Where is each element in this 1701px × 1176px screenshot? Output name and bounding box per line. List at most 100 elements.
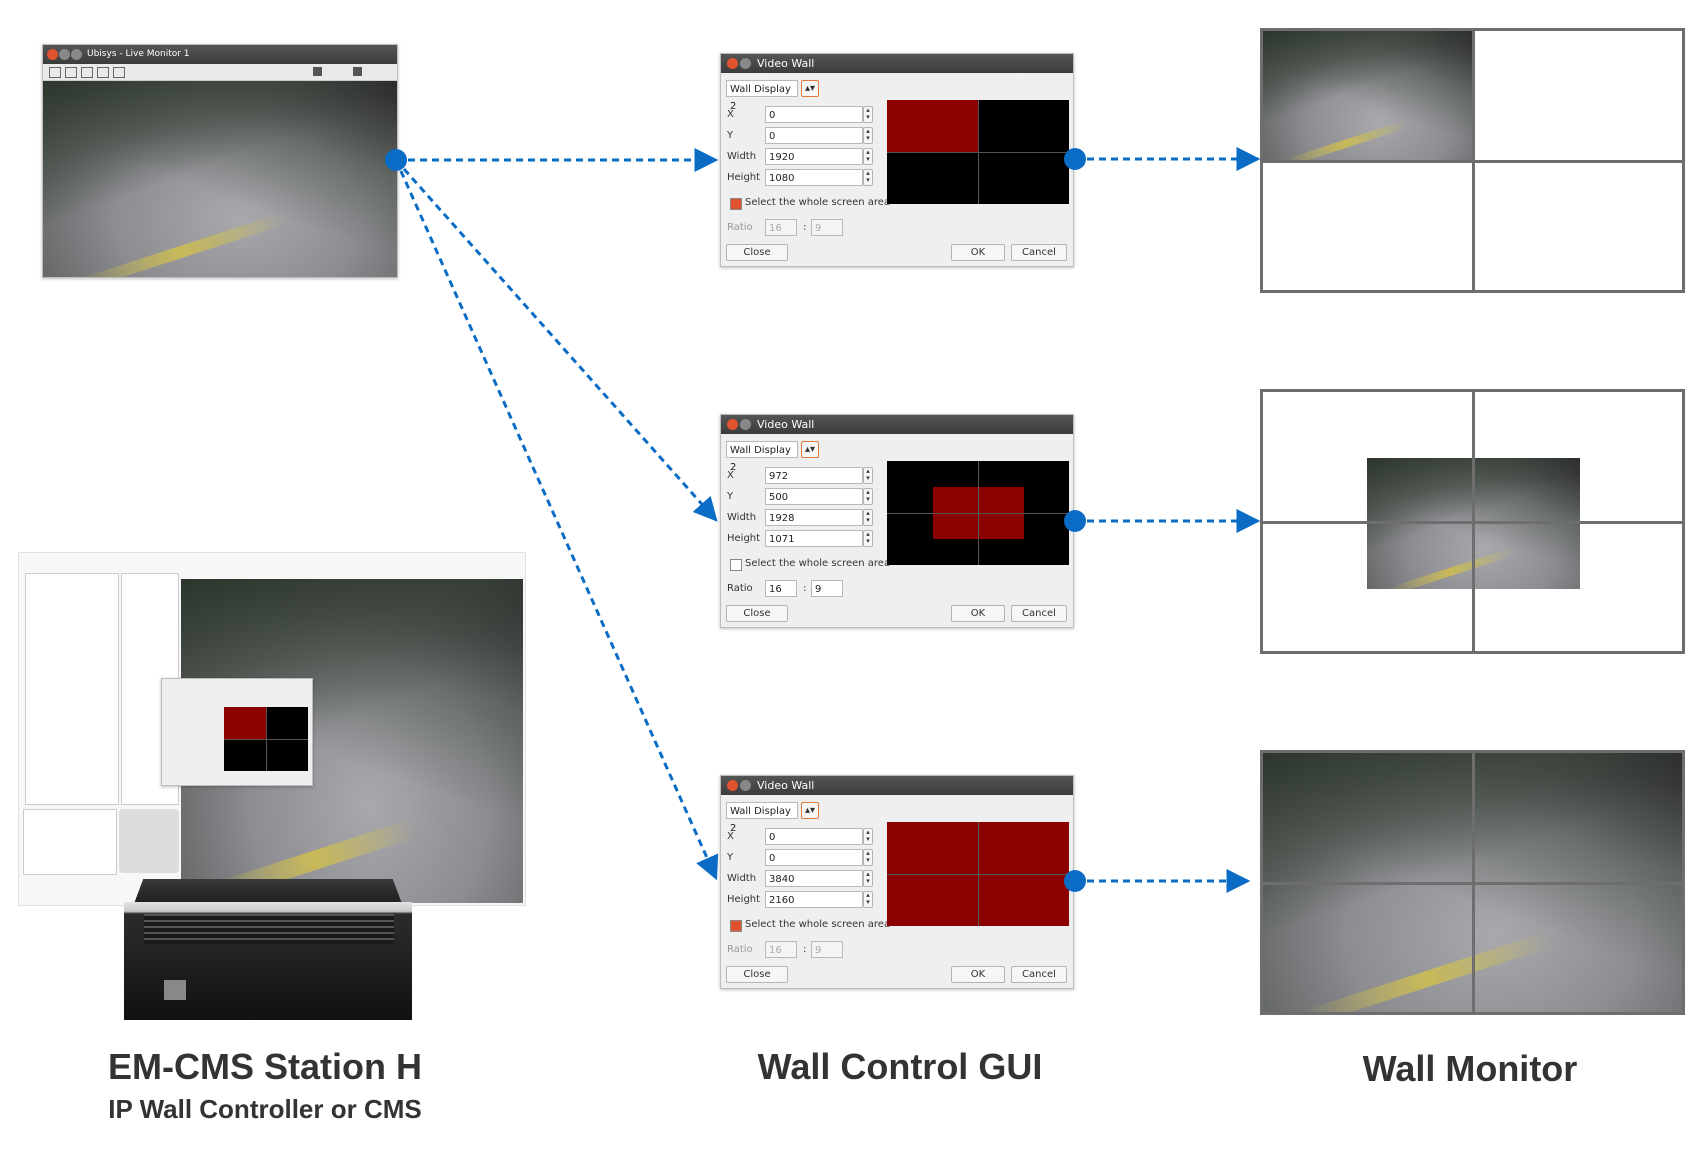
minimize-icon[interactable]: [59, 49, 70, 60]
field-input[interactable]: 1920: [765, 148, 863, 165]
field-label: Width: [727, 151, 757, 162]
field-input[interactable]: 1071: [765, 530, 863, 547]
close-icon[interactable]: [727, 419, 738, 430]
field-input[interactable]: 3840: [765, 870, 863, 887]
field-input[interactable]: 0: [765, 828, 863, 845]
cms-settings-panel: [23, 809, 117, 875]
field-input[interactable]: 0: [765, 127, 863, 144]
ratio-label: Ratio: [727, 583, 753, 594]
ok-button[interactable]: OK: [951, 244, 1005, 261]
station-vent-lines: [144, 914, 394, 944]
ok-button[interactable]: OK: [951, 605, 1005, 622]
arrow-to-dialog-2: [394, 159, 718, 522]
field-label: Width: [727, 512, 757, 523]
dialog-title: Video Wall: [757, 779, 815, 792]
minimize-icon[interactable]: [740, 58, 751, 69]
cms-left-panel: [25, 573, 119, 805]
cms-dialog-preview: [224, 707, 308, 771]
whole-screen-label: Select the whole screen area: [745, 197, 891, 208]
layout-1-icon[interactable]: [49, 67, 61, 78]
chevron-down-icon[interactable]: ▴▾: [801, 441, 819, 458]
wall-selection[interactable]: [887, 100, 978, 152]
close-button[interactable]: Close: [726, 244, 788, 261]
ratio-a-input[interactable]: 16: [765, 941, 797, 958]
spin-button[interactable]: ▴▾: [863, 870, 873, 887]
cancel-button[interactable]: Cancel: [1011, 966, 1067, 983]
field-input[interactable]: 1928: [765, 509, 863, 526]
ratio-b-input[interactable]: 9: [811, 580, 843, 597]
wall-preview[interactable]: [887, 461, 1069, 565]
layout-9-icon[interactable]: [97, 67, 109, 78]
field-label: Width: [727, 873, 757, 884]
layout-16-icon[interactable]: [113, 67, 125, 78]
whole-screen-label: Select the whole screen area: [745, 558, 891, 569]
spin-button[interactable]: ▴▾: [863, 127, 873, 144]
close-icon[interactable]: [727, 58, 738, 69]
field-input[interactable]: 2160: [765, 891, 863, 908]
field-label: Y: [727, 852, 734, 863]
spin-button[interactable]: ▴▾: [863, 530, 873, 547]
cms-videowall-dialog: [161, 678, 313, 786]
field-input[interactable]: 0: [765, 106, 863, 123]
ratio-separator: :: [803, 583, 807, 594]
wall-monitor-1: [1260, 28, 1685, 293]
close-icon[interactable]: [47, 49, 58, 60]
ratio-b-input[interactable]: 9: [811, 941, 843, 958]
close-button[interactable]: Close: [726, 605, 788, 622]
spin-button[interactable]: ▴▾: [863, 488, 873, 505]
cancel-button[interactable]: Cancel: [1011, 244, 1067, 261]
field-label: X: [727, 831, 734, 842]
whole-screen-checkbox[interactable]: [730, 559, 742, 571]
field-input[interactable]: 500: [765, 488, 863, 505]
wall-monitor-3: [1260, 750, 1685, 1015]
spin-button[interactable]: ▴▾: [863, 509, 873, 526]
whole-screen-checkbox[interactable]: [730, 920, 742, 932]
layout-2-icon[interactable]: [65, 67, 77, 78]
chevron-down-icon[interactable]: ▴▾: [801, 802, 819, 819]
layout-4-icon[interactable]: [81, 67, 93, 78]
display-select[interactable]: Wall Display 2: [726, 802, 798, 834]
close-icon[interactable]: [727, 780, 738, 791]
whole-screen-checkbox[interactable]: [730, 198, 742, 210]
spin-button[interactable]: ▴▾: [863, 106, 873, 123]
spin-button[interactable]: ▴▾: [863, 828, 873, 845]
spin-button[interactable]: ▴▾: [863, 148, 873, 165]
source-live-window: Ubisys - Live Monitor 1: [42, 44, 398, 278]
wall-preview[interactable]: [887, 822, 1069, 926]
field-label: X: [727, 470, 734, 481]
minimize-icon[interactable]: [740, 780, 751, 791]
dialog-title: Video Wall: [757, 57, 815, 70]
wall-preview[interactable]: [887, 100, 1069, 204]
ratio-b-input[interactable]: 9: [811, 219, 843, 236]
cancel-button[interactable]: Cancel: [1011, 605, 1067, 622]
ratio-a-input[interactable]: 16: [765, 580, 797, 597]
camera-view: [43, 81, 397, 277]
gui-title: Wall Control GUI: [757, 1046, 1043, 1087]
spin-button[interactable]: ▴▾: [863, 467, 873, 484]
field-input[interactable]: 0: [765, 849, 863, 866]
field-input[interactable]: 972: [765, 467, 863, 484]
spin-button[interactable]: ▴▾: [863, 849, 873, 866]
ok-button[interactable]: OK: [951, 966, 1005, 983]
ratio-separator: :: [803, 944, 807, 955]
close-button[interactable]: Close: [726, 966, 788, 983]
ratio-separator: :: [803, 222, 807, 233]
field-label: Y: [727, 130, 734, 141]
chevron-down-icon[interactable]: ▴▾: [801, 80, 819, 97]
display-select[interactable]: Wall Display 2: [726, 80, 798, 112]
ptz-icon[interactable]: [313, 67, 322, 76]
spin-button[interactable]: ▴▾: [863, 891, 873, 908]
spin-button[interactable]: ▴▾: [863, 169, 873, 186]
ratio-a-input[interactable]: 16: [765, 219, 797, 236]
display-select[interactable]: Wall Display 2: [726, 441, 798, 473]
minimize-icon[interactable]: [740, 419, 751, 430]
maximize-icon[interactable]: [71, 49, 82, 60]
dialog-titlebar: Video Wall: [721, 776, 1073, 795]
field-input[interactable]: 1080: [765, 169, 863, 186]
cms-ptz-panel: [119, 809, 179, 873]
record-icon[interactable]: [353, 67, 362, 76]
source-window-title: Ubisys - Live Monitor 1: [87, 49, 190, 59]
